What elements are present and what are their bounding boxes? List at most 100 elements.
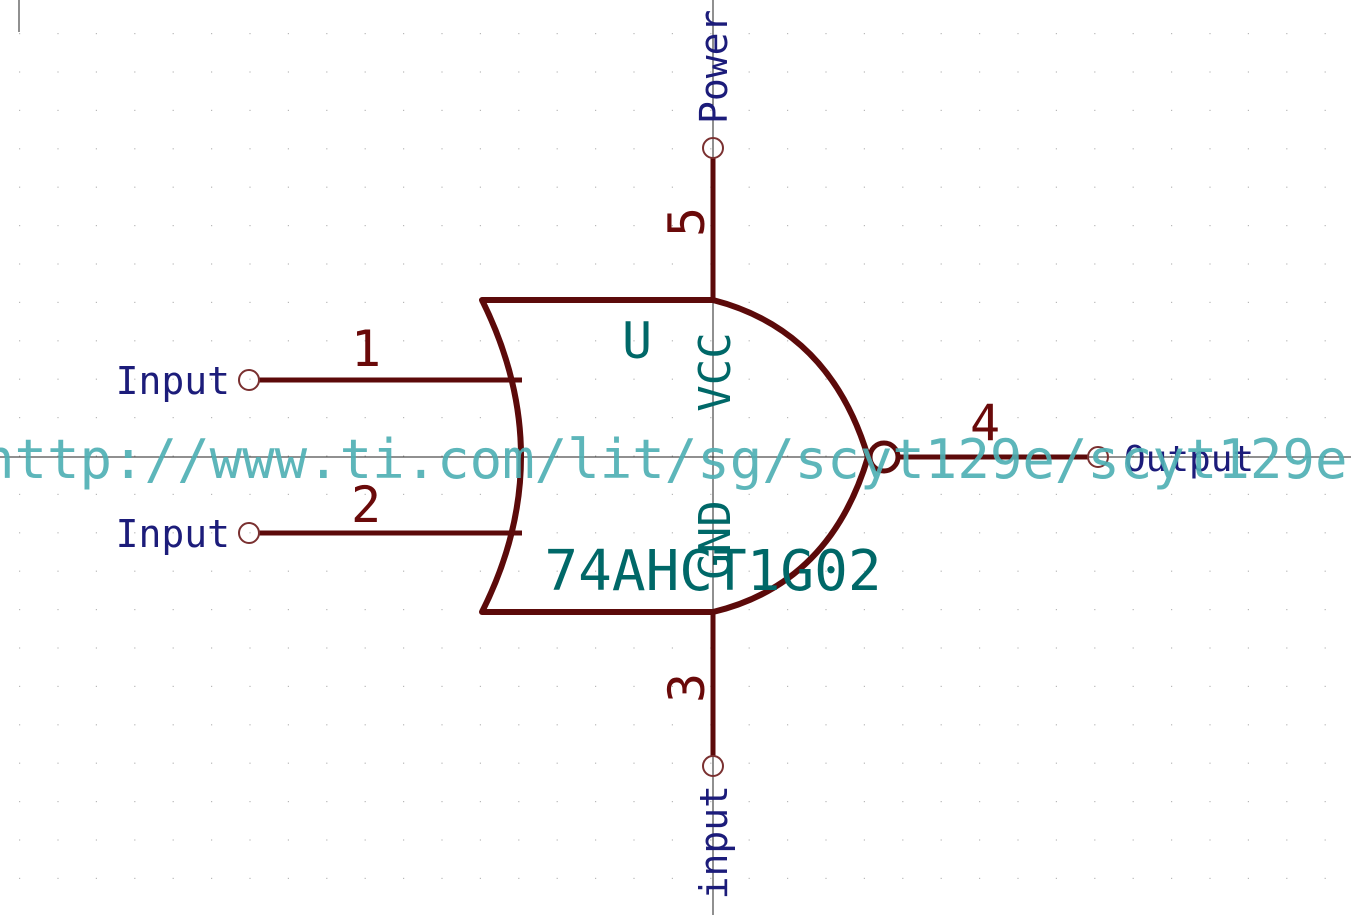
grid-dot xyxy=(1171,109,1173,111)
grid-dot xyxy=(902,570,904,572)
grid-dot xyxy=(479,762,481,764)
grid-dot xyxy=(1094,877,1096,879)
grid-dot xyxy=(787,340,789,342)
grid-dot xyxy=(556,801,558,803)
grid-dot xyxy=(710,877,712,879)
grid-dot xyxy=(518,340,520,342)
grid-dot xyxy=(287,263,289,265)
value-field[interactable]: 74AHCT1G02 xyxy=(544,539,881,604)
grid-dot xyxy=(1247,71,1249,73)
grid-dot xyxy=(326,263,328,265)
grid-dot xyxy=(19,762,21,764)
grid-dot xyxy=(710,762,712,764)
grid-dot xyxy=(825,839,827,841)
grid-dot xyxy=(1286,532,1288,534)
grid-dot xyxy=(1324,877,1326,879)
grid-dot xyxy=(633,225,635,227)
grid-dot xyxy=(940,378,942,380)
grid-dot xyxy=(1094,33,1096,35)
grid-dot xyxy=(556,724,558,726)
grid-dot xyxy=(556,647,558,649)
grid-dot xyxy=(1094,455,1096,457)
grid-dot xyxy=(364,148,366,150)
grid-dot xyxy=(979,263,981,265)
grid-dot xyxy=(95,609,97,611)
grid-dot xyxy=(172,225,174,227)
pin-5[interactable] xyxy=(702,137,724,300)
grid-dot xyxy=(556,33,558,35)
grid-dot xyxy=(441,186,443,188)
grid-dot xyxy=(748,532,750,534)
grid-dot xyxy=(95,71,97,73)
grid-dot xyxy=(1324,570,1326,572)
grid-dot xyxy=(1094,493,1096,495)
grid-dot xyxy=(19,647,21,649)
grid-dot xyxy=(556,685,558,687)
grid-dot xyxy=(1324,378,1326,380)
grid-dot xyxy=(441,71,443,73)
grid-dot xyxy=(57,762,59,764)
grid-dot xyxy=(1247,570,1249,572)
grid-dot xyxy=(364,685,366,687)
grid-dot xyxy=(1209,570,1211,572)
pin-2[interactable] xyxy=(238,522,522,544)
grid-dot xyxy=(1017,417,1019,419)
grid-dot xyxy=(172,493,174,495)
grid-dot xyxy=(787,225,789,227)
grid-dot xyxy=(825,455,827,457)
grid-dot xyxy=(518,186,520,188)
grid-dot xyxy=(633,33,635,35)
grid-dot xyxy=(825,148,827,150)
nor-gate-symbol[interactable] xyxy=(479,297,901,615)
grid-dot xyxy=(57,877,59,879)
grid-dot xyxy=(710,493,712,495)
pin-4[interactable] xyxy=(898,446,1109,468)
grid-dot xyxy=(172,109,174,111)
grid-dot xyxy=(902,109,904,111)
grid-dot xyxy=(1247,340,1249,342)
grid-dot xyxy=(1094,301,1096,303)
grid-dot xyxy=(249,455,251,457)
grid-dot xyxy=(95,570,97,572)
grid-dot xyxy=(57,186,59,188)
grid-dot xyxy=(863,532,865,534)
grid-dot xyxy=(1286,301,1288,303)
pin-5-endpoint[interactable] xyxy=(702,137,724,159)
grid-dot xyxy=(902,839,904,841)
grid-dot xyxy=(633,570,635,572)
reference-designator[interactable]: U xyxy=(622,312,652,370)
grid-dot xyxy=(825,532,827,534)
grid-dot xyxy=(249,609,251,611)
grid-dot xyxy=(95,532,97,534)
grid-dot xyxy=(249,417,251,419)
pin-1[interactable] xyxy=(238,369,522,391)
grid-dot xyxy=(326,417,328,419)
grid-dot xyxy=(95,301,97,303)
grid-dot xyxy=(595,801,597,803)
grid-dot xyxy=(556,71,558,73)
grid-dot xyxy=(1017,647,1019,649)
grid-dot xyxy=(825,724,827,726)
grid-dot xyxy=(1055,148,1057,150)
pin-3[interactable] xyxy=(702,612,724,777)
grid-dot xyxy=(1094,609,1096,611)
datasheet-field[interactable]: http://www.ti.com/lit/sg/scyt129e/scyt12… xyxy=(0,428,1351,491)
pin-4-endpoint[interactable] xyxy=(1087,446,1109,468)
grid-dot xyxy=(403,877,405,879)
pin-3-endpoint[interactable] xyxy=(702,755,724,777)
grid-dot xyxy=(249,378,251,380)
pin-2-endpoint[interactable] xyxy=(238,522,260,544)
grid-dot xyxy=(595,724,597,726)
grid-dot xyxy=(1209,340,1211,342)
grid-dot xyxy=(1171,263,1173,265)
grid-dot xyxy=(518,148,520,150)
grid-dot xyxy=(403,455,405,457)
grid-dot xyxy=(979,71,981,73)
grid-dot xyxy=(211,225,213,227)
pin-1-endpoint[interactable] xyxy=(238,369,260,391)
grid-dot xyxy=(710,33,712,35)
grid-dot xyxy=(403,186,405,188)
grid-dot xyxy=(556,493,558,495)
grid-dot xyxy=(1017,724,1019,726)
